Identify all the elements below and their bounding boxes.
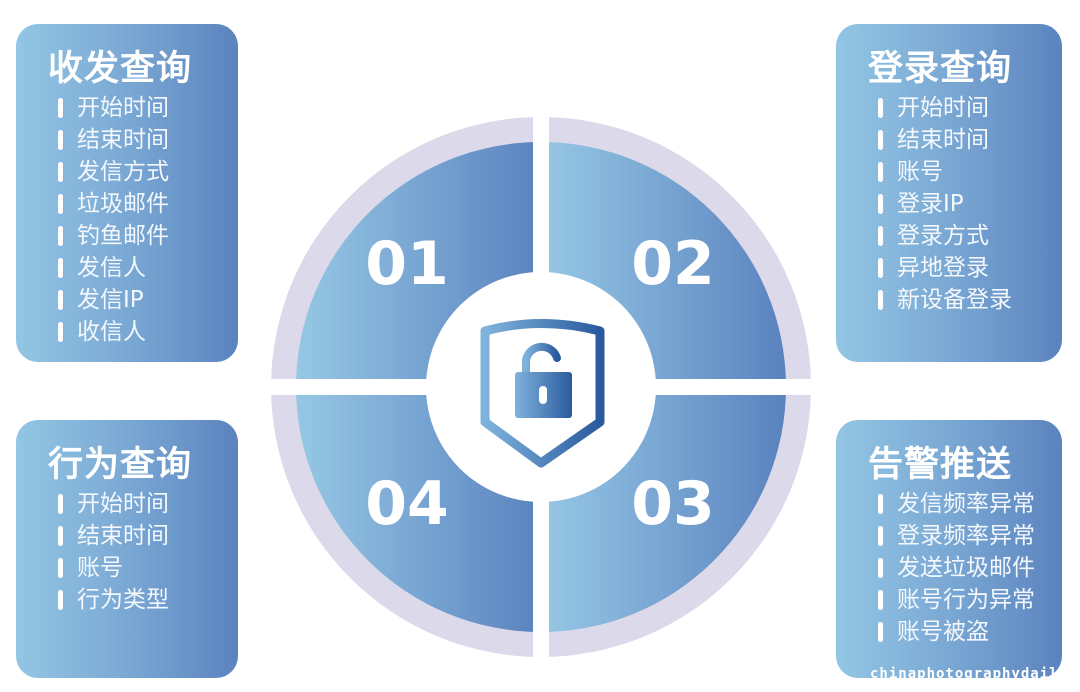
list-item-label: 发信频率异常 xyxy=(897,491,1035,517)
card-title: 收发查询 xyxy=(48,49,193,89)
bullet-bar-icon xyxy=(878,130,883,150)
list-item-label: 结束时间 xyxy=(77,523,169,549)
list-item-label: 结束时间 xyxy=(77,127,169,153)
list-item-label: 账号 xyxy=(897,159,943,185)
list-item-label: 开始时间 xyxy=(77,95,169,121)
list-item-label: 发送垃圾邮件 xyxy=(897,555,1035,581)
list-item-label: 开始时间 xyxy=(77,491,169,517)
list-item: 登录IP xyxy=(878,188,1012,220)
bullet-bar-icon xyxy=(878,590,883,610)
list-item-label: 垃圾邮件 xyxy=(77,191,169,217)
shield-lock-icon xyxy=(480,319,605,468)
bullet-bar-icon xyxy=(58,194,63,214)
bullet-bar-icon xyxy=(878,290,883,310)
bullet-bar-icon xyxy=(58,322,63,342)
bullet-bar-icon xyxy=(58,290,63,310)
list-item-label: 账号 xyxy=(77,555,123,581)
list-item-label: 登录方式 xyxy=(897,223,989,249)
list-item: 登录频率异常 xyxy=(878,520,1035,552)
bullet-bar-icon xyxy=(878,98,883,118)
bullet-bar-icon xyxy=(878,526,883,546)
list-item: 结束时间 xyxy=(58,124,169,156)
quadrant-number-02: 02 xyxy=(631,229,715,299)
list-item-label: 账号被盗 xyxy=(897,619,989,645)
list-item: 发信人 xyxy=(58,252,169,284)
list-item: 发信频率异常 xyxy=(878,488,1035,520)
quadrant-number-04: 04 xyxy=(365,469,449,539)
list-item-label: 登录频率异常 xyxy=(897,523,1035,549)
card-list: 开始时间结束时间账号行为类型 xyxy=(58,488,169,616)
watermark: chinaphotographydaily xyxy=(870,666,1069,682)
card-title: 登录查询 xyxy=(868,49,1013,89)
list-item: 账号行为异常 xyxy=(878,584,1035,616)
bullet-bar-icon xyxy=(58,130,63,150)
list-item-label: 发信人 xyxy=(77,255,146,281)
list-item: 钓鱼邮件 xyxy=(58,220,169,252)
list-item-label: 开始时间 xyxy=(897,95,989,121)
bullet-bar-icon xyxy=(58,494,63,514)
list-item: 结束时间 xyxy=(878,124,1012,156)
card-list: 开始时间结束时间账号登录IP 登录方式异地登录新设备登录 xyxy=(878,92,1012,316)
card-send-receive-query: 收发查询 开始时间结束时间发信方式垃圾邮件钓鱼邮件发信人发信IP 收信人 xyxy=(16,24,238,362)
list-item: 新设备登录 xyxy=(878,284,1012,316)
card-behavior-query: 行为查询 开始时间结束时间账号行为类型 xyxy=(16,420,238,678)
list-item: 开始时间 xyxy=(58,488,169,520)
list-item-label: 登录IP xyxy=(897,191,964,217)
bullet-bar-icon xyxy=(878,258,883,278)
card-login-query: 登录查询 开始时间结束时间账号登录IP 登录方式异地登录新设备登录 xyxy=(836,24,1062,362)
list-item: 账号 xyxy=(878,156,1012,188)
list-item: 发信方式 xyxy=(58,156,169,188)
list-item: 发送垃圾邮件 xyxy=(878,552,1035,584)
list-item-label: 钓鱼邮件 xyxy=(77,223,169,249)
list-item: 开始时间 xyxy=(58,92,169,124)
bullet-bar-icon xyxy=(878,194,883,214)
list-item-label: 行为类型 xyxy=(77,587,169,613)
card-alert-push: 告警推送 发信频率异常登录频率异常发送垃圾邮件账号行为异常账号被盗 xyxy=(836,420,1062,678)
bullet-bar-icon xyxy=(58,558,63,578)
list-item-label: 结束时间 xyxy=(897,127,989,153)
bullet-bar-icon xyxy=(58,526,63,546)
list-item: 账号 xyxy=(58,552,169,584)
bullet-bar-icon xyxy=(58,98,63,118)
bullet-bar-icon xyxy=(58,162,63,182)
bullet-bar-icon xyxy=(878,622,883,642)
list-item-label: 异地登录 xyxy=(897,255,989,281)
card-list: 开始时间结束时间发信方式垃圾邮件钓鱼邮件发信人发信IP 收信人 xyxy=(58,92,169,348)
list-item-label: 账号行为异常 xyxy=(897,587,1035,613)
bullet-bar-icon xyxy=(58,258,63,278)
list-item: 发信IP xyxy=(58,284,169,316)
list-item-label: 发信方式 xyxy=(77,159,169,185)
card-list: 发信频率异常登录频率异常发送垃圾邮件账号行为异常账号被盗 xyxy=(878,488,1035,648)
bullet-bar-icon xyxy=(878,226,883,246)
list-item: 垃圾邮件 xyxy=(58,188,169,220)
quadrant-number-01: 01 xyxy=(365,229,449,299)
list-item: 结束时间 xyxy=(58,520,169,552)
list-item-label: 新设备登录 xyxy=(897,287,1012,313)
list-item: 开始时间 xyxy=(878,92,1012,124)
quadrant-number-03: 03 xyxy=(631,469,715,539)
bullet-bar-icon xyxy=(878,558,883,578)
list-item: 账号被盗 xyxy=(878,616,1035,648)
list-item: 登录方式 xyxy=(878,220,1012,252)
list-item-label: 发信IP xyxy=(77,287,144,313)
bullet-bar-icon xyxy=(878,162,883,182)
card-title: 告警推送 xyxy=(868,445,1013,485)
list-item-label: 收信人 xyxy=(77,319,146,345)
list-item: 收信人 xyxy=(58,316,169,348)
bullet-bar-icon xyxy=(58,590,63,610)
list-item: 异地登录 xyxy=(878,252,1012,284)
bullet-bar-icon xyxy=(58,226,63,246)
card-title: 行为查询 xyxy=(48,445,193,485)
bullet-bar-icon xyxy=(878,494,883,514)
list-item: 行为类型 xyxy=(58,584,169,616)
